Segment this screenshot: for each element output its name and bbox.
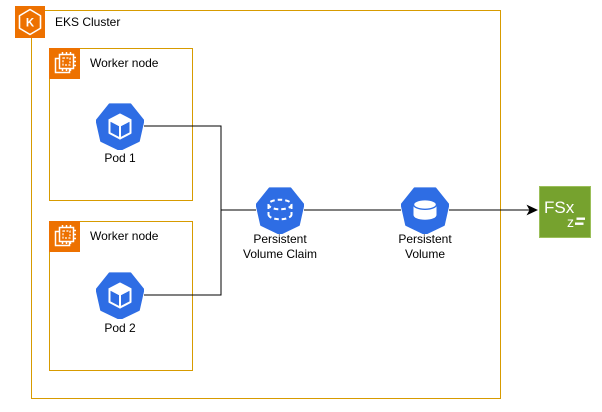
worker-node-2-label: Worker node: [90, 229, 159, 243]
persistent-volume-claim-icon: [255, 186, 305, 235]
kubernetes-pod-icon: [95, 102, 145, 151]
pvc-label: Persistent Volume Claim: [210, 232, 350, 262]
pv-label: Persistent Volume: [365, 232, 485, 262]
svg-text:K: K: [26, 18, 35, 30]
fsx-dash-top: [576, 217, 585, 220]
worker-node-1-label: Worker node: [90, 56, 159, 70]
pvc-label-line2: Volume Claim: [242, 247, 318, 261]
connector-pods-to-pvc: [144, 125, 256, 296]
fsx-sub-z: z: [567, 214, 574, 230]
fsx-text: FSx: [544, 198, 575, 217]
pv-label-line1: Persistent: [398, 232, 452, 246]
cpu-chip-icon: [49, 48, 80, 79]
arrowhead-icon: [526, 204, 538, 216]
pod-1-label: Pod 1: [104, 151, 136, 165]
persistent-volume-icon: [400, 186, 450, 235]
eks-cluster-label: EKS Cluster: [55, 15, 121, 29]
eks-icon: K: [15, 6, 45, 38]
fsx-dash-bottom: [575, 222, 584, 225]
pv-label-line2: Volume: [404, 247, 446, 261]
kubernetes-pod-icon: [95, 271, 145, 320]
cpu-chip-icon: [49, 221, 80, 252]
pod-2-label: Pod 2: [104, 321, 136, 335]
fsx-openzfs-icon: FSx z: [539, 186, 591, 238]
pvc-label-line1: Persistent: [253, 232, 307, 246]
